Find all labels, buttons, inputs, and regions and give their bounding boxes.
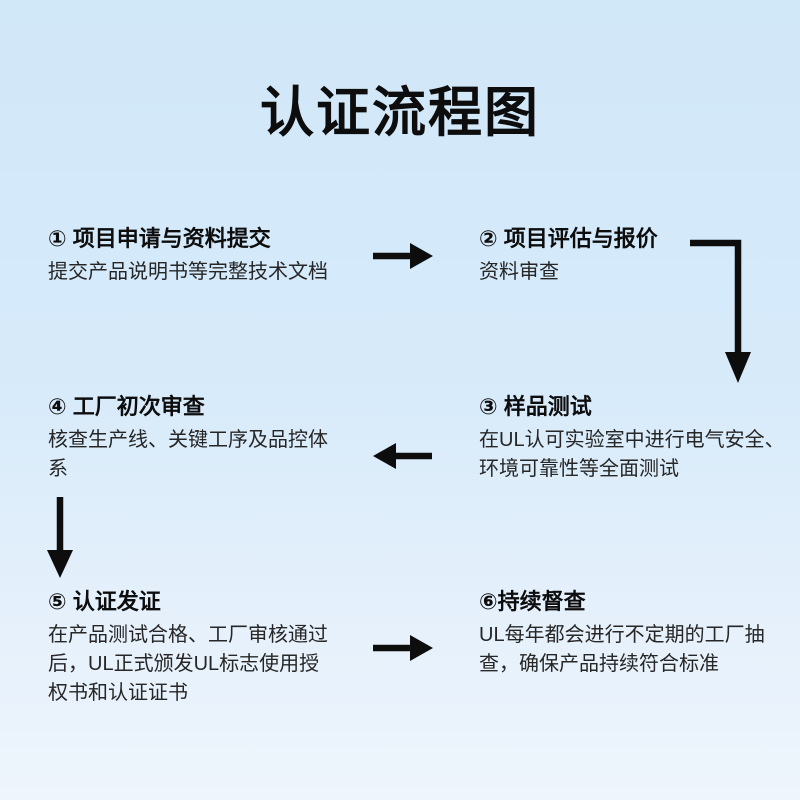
step-3: ③ 样品测试 在UL认可实验室中进行电气安全、 环境可靠性等全面测试: [479, 392, 789, 484]
step-4-description: 核查生产线、关键工序及品控体 系: [48, 429, 328, 480]
arrow-step4-to-step5-down-icon: [46, 494, 74, 582]
step-5: ⑤ 认证发证 在产品测试合格、工厂审核通过 后，UL正式颁发UL标志使用授 权书…: [48, 587, 388, 708]
step-6-heading: ⑥持续督查: [479, 589, 586, 614]
step-6: ⑥持续督查 UL每年都会进行不定期的工厂抽 查，确保产品持续符合标准: [479, 587, 789, 679]
arrow-step2-to-step3-elbow-icon: [682, 236, 754, 388]
arrow-step1-to-step2-right-icon: [370, 242, 436, 270]
step-4-heading: ④ 工厂初次审查: [48, 394, 205, 419]
step-6-description: UL每年都会进行不定期的工厂抽 查，确保产品持续符合标准: [479, 624, 765, 675]
step-1-description: 提交产品说明书等完整技术文档: [48, 261, 328, 283]
step-3-heading: ③ 样品测试: [479, 394, 592, 419]
step-1: ① 项目申请与资料提交 提交产品说明书等完整技术文档: [48, 224, 388, 287]
step-2: ② 项目评估与报价 资料审查: [479, 224, 789, 287]
step-1-heading: ① 项目申请与资料提交: [48, 226, 271, 251]
step-2-heading: ② 项目评估与报价: [479, 226, 658, 251]
step-2-description: 资料审查: [479, 261, 559, 283]
step-4: ④ 工厂初次审查 核查生产线、关键工序及品控体 系: [48, 392, 388, 484]
page-title: 认证流程图: [260, 83, 540, 143]
step-5-description: 在产品测试合格、工厂审核通过 后，UL正式颁发UL标志使用授 权书和认证证书: [48, 624, 328, 704]
arrow-step5-to-step6-right-icon: [370, 634, 436, 662]
step-3-description: 在UL认可实验室中进行电气安全、 环境可靠性等全面测试: [479, 429, 785, 480]
step-5-heading: ⑤ 认证发证: [48, 589, 161, 614]
arrow-step3-to-step4-left-icon: [370, 442, 436, 470]
